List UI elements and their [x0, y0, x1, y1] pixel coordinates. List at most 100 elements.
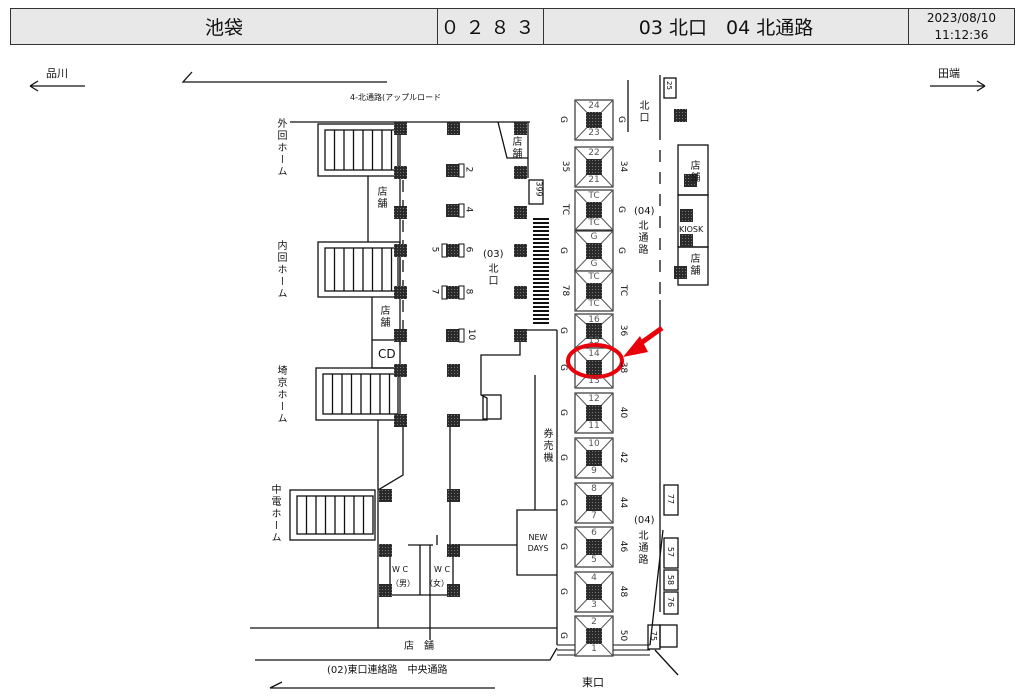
gate-highlighted[interactable] [574, 347, 614, 389]
gate-side-label-left: 78 [560, 284, 571, 297]
gate-number-bottom: 11 [588, 421, 600, 431]
gate[interactable] [574, 392, 614, 434]
pillar [447, 122, 460, 135]
escalator-step [533, 250, 549, 252]
arrow-right-tabata [930, 80, 986, 92]
escalator-step [533, 246, 549, 248]
gate[interactable] [574, 615, 614, 657]
gate-number-top: 16 [588, 315, 600, 325]
north-passage-code: (04) [634, 515, 655, 526]
stairs-chuden [289, 489, 376, 541]
gate-number-bottom: 3 [591, 600, 597, 610]
locker-number: 7 [429, 288, 440, 295]
gate-side-label-left: G [557, 116, 568, 123]
escalator-step [533, 254, 549, 256]
escalator-step [533, 290, 549, 292]
ticket-machine-label: 券売機 [541, 428, 552, 464]
gate-number-top: 6 [591, 528, 597, 538]
apple-road-label: 4-北通路(アップルロード [350, 93, 442, 102]
gate-number-bottom: TC [588, 299, 600, 309]
escalator-step [533, 314, 549, 316]
gate[interactable] [574, 571, 614, 613]
gate-number-top: 12 [588, 394, 600, 404]
gate-number-top: TC [588, 191, 600, 201]
gate-side-label-right: 48 [618, 585, 629, 598]
gate-number-bottom: 15 [588, 336, 600, 346]
gate-side-label-right: 40 [618, 406, 629, 419]
gate-number-bottom: G [590, 259, 598, 269]
gate[interactable] [574, 437, 614, 479]
locker-number: 6 [463, 246, 474, 253]
escalator-step [533, 310, 549, 312]
kiosk-label: KIOSK [679, 225, 704, 234]
gate-number-bottom: 23 [588, 128, 600, 138]
wc-women-sub: （女） [425, 579, 449, 588]
escalator-step [533, 270, 549, 272]
chuden-home-label: 中電ホーム [269, 484, 280, 544]
locker [446, 329, 459, 342]
pillar [379, 489, 392, 502]
east-exit-label: 東口 [582, 676, 604, 689]
gate[interactable] [574, 99, 614, 141]
wc-men-sub: （男） [391, 579, 415, 588]
gate-number-bottom: 7 [591, 511, 597, 521]
shop-bottom-label: 店 舗 [404, 641, 434, 652]
escalator-step [533, 238, 549, 240]
direction-right-label: 田端 [938, 67, 960, 80]
gate-side-label-right: 42 [618, 451, 629, 464]
newdays-label: NEW DAYS [527, 533, 549, 553]
wc-women-label: W C [434, 565, 451, 574]
gate-side-label-left: G [557, 632, 568, 639]
gate[interactable] [574, 482, 614, 524]
escalator-step [533, 306, 549, 308]
gate-side-label-left: G [557, 543, 568, 550]
apple-road-arrow [181, 71, 387, 83]
gate[interactable] [574, 189, 614, 231]
arrow-left-shinagawa [29, 80, 85, 92]
uchi-home-label: 内回ホーム [275, 240, 286, 300]
escalator-step [533, 294, 549, 296]
header-bar: 池袋 ０２８３ 03 北口 04 北通路 2023/08/10 11:12:36 [10, 8, 1015, 45]
gate-side-label-left: 35 [560, 160, 571, 173]
pillar [394, 364, 407, 377]
locker-number: 4 [463, 206, 474, 213]
pillar [394, 286, 407, 299]
gate[interactable] [574, 230, 614, 272]
shop-label: 店舗 [688, 253, 699, 277]
escalator-step [533, 258, 549, 260]
station-code: ０２８３ [438, 9, 544, 44]
pillar [514, 166, 527, 179]
pillar [514, 122, 527, 135]
pillar [447, 414, 460, 427]
east-passage-label: (02)東口連絡路 中央通路 [327, 665, 448, 676]
gate-number-top: 10 [588, 439, 600, 449]
gate-number-top: TC [588, 272, 600, 282]
box-58: 58 [666, 574, 676, 586]
shop-label: 店舗 [378, 305, 389, 329]
north-passage-label: 北通路 [636, 530, 647, 566]
gate-number-top: 22 [588, 148, 600, 158]
escalator-step [533, 266, 549, 268]
direction-left-label: 品川 [46, 67, 68, 80]
gate[interactable] [574, 146, 614, 188]
shop-label: 店舗 [375, 186, 386, 210]
gate[interactable] [574, 526, 614, 568]
gate-side-label-right: TC [618, 284, 629, 297]
box-75: 75 [649, 630, 659, 642]
gate-side-label-right: 50 [618, 629, 629, 642]
gate[interactable] [574, 270, 614, 312]
pillar [514, 286, 527, 299]
gate-side-label-right: 36 [618, 324, 629, 337]
gate-number-top: 8 [591, 484, 597, 494]
pillar [674, 266, 687, 279]
pillar [447, 489, 460, 502]
area-name: 03 北口 04 北通路 [544, 9, 909, 44]
locker-number: 8 [463, 288, 474, 295]
gate-side-label-left: G [557, 327, 568, 334]
pillar [514, 206, 527, 219]
gate-side-label-right: G [615, 116, 626, 123]
escalator-step [533, 302, 549, 304]
escalator-step [533, 318, 549, 320]
pillar [684, 174, 697, 187]
